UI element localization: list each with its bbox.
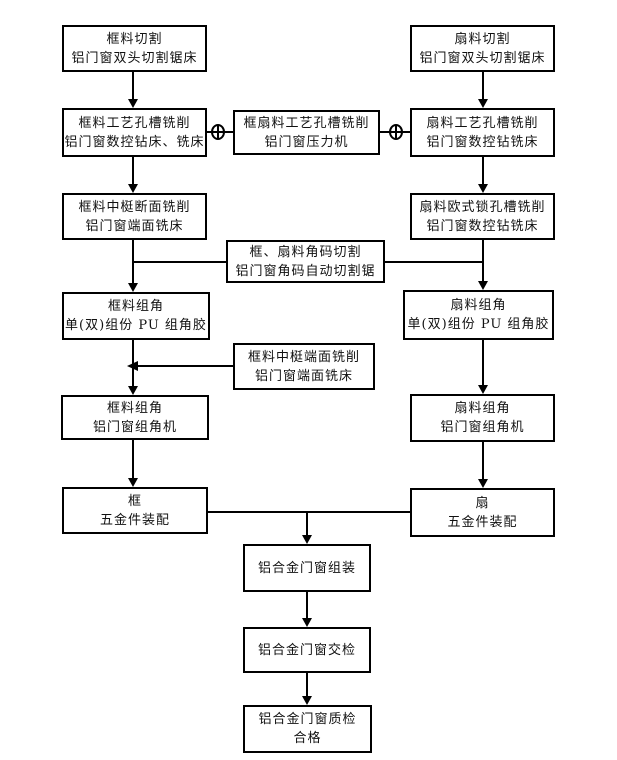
node-sash-hole-slot-milling: 扇料工艺孔槽铣削 铝门窗数控钻铣床 bbox=[410, 108, 555, 157]
flow-line bbox=[138, 365, 233, 367]
node-label: 框扇料工艺孔槽铣削 bbox=[243, 115, 370, 131]
node-sublabel: 铝门窗组角机 bbox=[440, 420, 525, 435]
node-frame-hardware-assembly: 框 五金件装配 bbox=[62, 487, 208, 534]
arrow-down-icon bbox=[302, 618, 312, 627]
arrow-down-icon bbox=[478, 281, 488, 290]
node-label: 框料中梃断面铣削 bbox=[78, 199, 191, 215]
node-label: 扇 bbox=[475, 495, 490, 511]
node-label: 框料组角 bbox=[106, 400, 163, 416]
node-label: 扇料工艺孔槽铣削 bbox=[426, 115, 539, 131]
node-label: 铝合金门窗组装 bbox=[257, 560, 356, 576]
junction-circle-icon bbox=[389, 124, 403, 140]
node-frame-mullion-end-milling: 框料中梃端面铣削 铝门窗端面铣床 bbox=[233, 343, 375, 390]
node-label: 扇料组角 bbox=[450, 298, 507, 313]
node-label: 框 bbox=[127, 493, 142, 509]
node-sublabel: 铝门窗双头切割锯床 bbox=[71, 50, 198, 66]
arrow-down-icon bbox=[478, 99, 488, 108]
node-window-inspection: 铝合金门窗交检 bbox=[243, 627, 371, 673]
node-label: 扇料组角 bbox=[454, 401, 511, 416]
node-sublabel: 铝门窗数控钻铣床 bbox=[426, 218, 539, 234]
arrow-down-icon bbox=[478, 184, 488, 193]
node-sublabel: 铝门窗数控钻床、铣床 bbox=[64, 134, 205, 150]
node-frame-sash-hole-slot-milling: 框扇料工艺孔槽铣削 铝门窗压力机 bbox=[233, 110, 380, 155]
arrow-down-icon bbox=[478, 479, 488, 488]
flow-line bbox=[132, 72, 134, 99]
arrow-down-icon bbox=[302, 535, 312, 544]
node-label: 框料组角 bbox=[107, 299, 164, 314]
node-sublabel: 铝门窗端面铣床 bbox=[85, 218, 184, 234]
node-label: 扇料欧式锁孔槽铣削 bbox=[419, 199, 546, 215]
node-sublabel: 铝门窗双头切割锯床 bbox=[419, 50, 546, 66]
arrow-down-icon bbox=[128, 386, 138, 395]
node-window-quality-pass: 铝合金门窗质检 合格 bbox=[243, 705, 372, 753]
flow-line bbox=[482, 240, 484, 281]
node-sash-cutting: 扇料切割 铝门窗双头切割锯床 bbox=[410, 25, 555, 72]
node-label: 铝合金门窗交检 bbox=[257, 642, 356, 658]
node-sublabel: 铝门窗端面铣床 bbox=[254, 368, 353, 384]
flow-line bbox=[306, 592, 308, 618]
node-label: 框料工艺孔槽铣削 bbox=[78, 115, 191, 131]
node-sublabel: 铝门窗压力机 bbox=[264, 134, 349, 150]
node-label: 铝合金门窗质检 bbox=[258, 712, 357, 727]
node-frame-corner-crimping: 框料组角 铝门窗组角机 bbox=[61, 395, 209, 440]
flow-line bbox=[207, 511, 410, 513]
flow-line bbox=[132, 157, 134, 184]
node-sash-lock-hole-milling: 扇料欧式锁孔槽铣削 铝门窗数控钻铣床 bbox=[410, 193, 555, 240]
flow-line bbox=[306, 673, 308, 696]
node-sublabel: 单(双)组份 PU 组角胶 bbox=[407, 317, 550, 332]
arrow-down-icon bbox=[128, 184, 138, 193]
node-frame-mullion-section-milling: 框料中梃断面铣削 铝门窗端面铣床 bbox=[62, 193, 207, 240]
node-frame-corner-glue: 框料组角 单(双)组份 PU 组角胶 bbox=[62, 292, 210, 340]
arrow-down-icon bbox=[128, 478, 138, 487]
flow-line bbox=[385, 261, 483, 263]
arrow-down-icon bbox=[128, 283, 138, 292]
node-sublabel: 五金件装配 bbox=[447, 514, 518, 530]
node-sash-hardware-assembly: 扇 五金件装配 bbox=[410, 488, 555, 537]
arrow-left-icon bbox=[127, 361, 138, 371]
node-label: 框料切割 bbox=[106, 31, 163, 47]
node-sublabel: 单(双)组份 PU 组角胶 bbox=[65, 318, 207, 333]
node-label: 框料中梃端面铣削 bbox=[247, 349, 360, 365]
flow-line bbox=[482, 157, 484, 184]
node-sublabel: 五金件装配 bbox=[99, 512, 170, 528]
flow-line bbox=[482, 72, 484, 99]
arrow-down-icon bbox=[478, 385, 488, 394]
flow-line bbox=[132, 261, 226, 263]
node-sublabel: 铝门窗数控钻铣床 bbox=[426, 134, 539, 150]
node-sash-corner-glue: 扇料组角 单(双)组份 PU 组角胶 bbox=[403, 290, 554, 340]
arrow-down-icon bbox=[128, 99, 138, 108]
node-frame-cutting: 框料切割 铝门窗双头切割锯床 bbox=[62, 25, 207, 72]
flow-line bbox=[482, 442, 484, 479]
node-frame-hole-slot-milling: 框料工艺孔槽铣削 铝门窗数控钻床、铣床 bbox=[62, 108, 207, 157]
node-sublabel: 铝门窗角码自动切割锯 bbox=[235, 263, 376, 279]
arrow-down-icon bbox=[302, 696, 312, 705]
flow-line bbox=[482, 340, 484, 385]
flow-line bbox=[132, 440, 134, 478]
node-label: 扇料切割 bbox=[454, 31, 511, 47]
junction-circle-icon bbox=[211, 124, 225, 140]
node-window-assembly: 铝合金门窗组装 bbox=[243, 544, 371, 592]
node-sash-corner-crimping: 扇料组角 铝门窗组角机 bbox=[410, 394, 555, 442]
node-corner-key-cutting: 框、扇料角码切割 铝门窗角码自动切割锯 bbox=[226, 240, 385, 283]
node-sublabel: 合格 bbox=[293, 731, 322, 746]
node-sublabel: 铝门窗组角机 bbox=[92, 419, 177, 435]
flow-line bbox=[306, 512, 308, 535]
node-label: 框、扇料角码切割 bbox=[249, 244, 362, 260]
